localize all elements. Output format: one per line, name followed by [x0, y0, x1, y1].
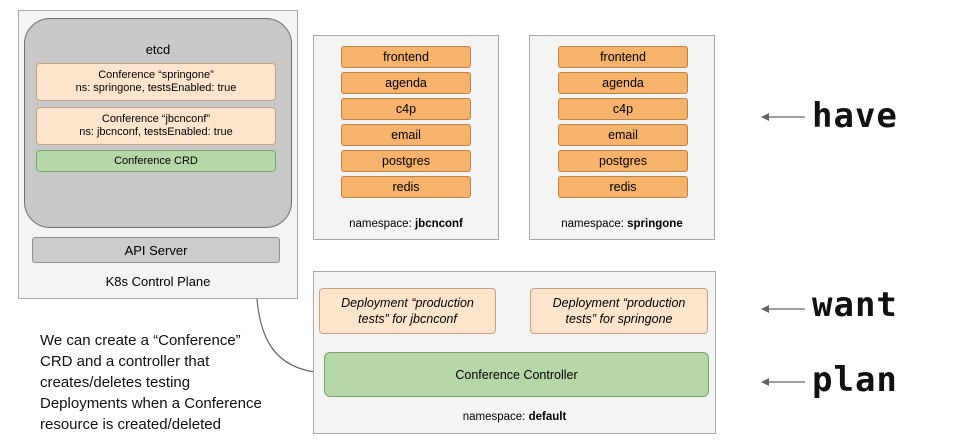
conference-crd: Conference CRD [36, 150, 276, 172]
conference-springone-name: Conference “springone” [98, 69, 214, 81]
namespace-prefix: namespace: [462, 411, 529, 423]
namespace-prefix: namespace: [349, 218, 415, 230]
service-email: email [558, 124, 688, 146]
plan-description: We can create a “Conference” CRD and a c… [40, 330, 305, 435]
namespace-default-label: namespace: default [313, 409, 716, 425]
plan-line: We can create a “Conference” [40, 332, 241, 349]
namespace-name: jbcnconf [414, 218, 463, 230]
api-server: API Server [32, 237, 280, 263]
service-agenda: agenda [341, 72, 471, 94]
control-plane-caption: K8s Control Plane [105, 273, 211, 289]
service-redis: redis [341, 176, 471, 198]
namespace-prefix: namespace: [561, 218, 628, 230]
namespace-springone-services: frontend agenda c4p email postgres redis [558, 46, 688, 198]
deployment-springone-line1: Deployment “production [552, 296, 686, 310]
want-label: want [812, 285, 898, 325]
plan-line: CRD and a controller that [40, 353, 210, 370]
conference-jbcnconf-name: Conference “jbcnconf” [101, 113, 211, 125]
plan-line: resource is created/deleted [40, 416, 221, 433]
service-c4p: c4p [558, 98, 688, 120]
service-frontend: frontend [558, 46, 688, 68]
conference-springone-resource: Conference “springone” ns: springone, te… [36, 63, 276, 101]
deployment-springone: Deployment “production tests” for spring… [530, 288, 708, 334]
deployment-springone-line2: tests” for springone [565, 312, 673, 326]
service-frontend: frontend [341, 46, 471, 68]
service-redis: redis [558, 176, 688, 198]
namespace-jbcnconf-services: frontend agenda c4p email postgres redis [341, 46, 471, 198]
conference-controller: Conference Controller [324, 352, 709, 397]
namespace-name: default [528, 411, 567, 423]
namespace-springone-label: namespace: springone [529, 216, 715, 232]
etcd-title: etcd [145, 41, 171, 57]
conference-jbcnconf-resource: Conference “jbcnconf” ns: jbcnconf, test… [36, 107, 276, 145]
service-postgres: postgres [558, 150, 688, 172]
have-label: have [812, 96, 898, 136]
namespace-jbcnconf-label: namespace: jbcnconf [313, 216, 499, 232]
service-email: email [341, 124, 471, 146]
service-c4p: c4p [341, 98, 471, 120]
conference-jbcnconf-spec: ns: jbcnconf, testsEnabled: true [79, 126, 233, 138]
plan-line: creates/deletes testing [40, 374, 191, 391]
conference-springone-spec: ns: springone, testsEnabled: true [75, 82, 237, 94]
deployment-jbcnconf-line1: Deployment “production [341, 296, 474, 310]
namespace-name: springone [627, 218, 683, 230]
deployment-jbcnconf: Deployment “production tests” for jbcnco… [319, 288, 496, 334]
plan-label: plan [812, 360, 898, 400]
service-agenda: agenda [558, 72, 688, 94]
service-postgres: postgres [341, 150, 471, 172]
deployment-jbcnconf-line2: tests” for jbcnconf [358, 312, 457, 326]
plan-line: Deployments when a Conference [40, 395, 262, 412]
